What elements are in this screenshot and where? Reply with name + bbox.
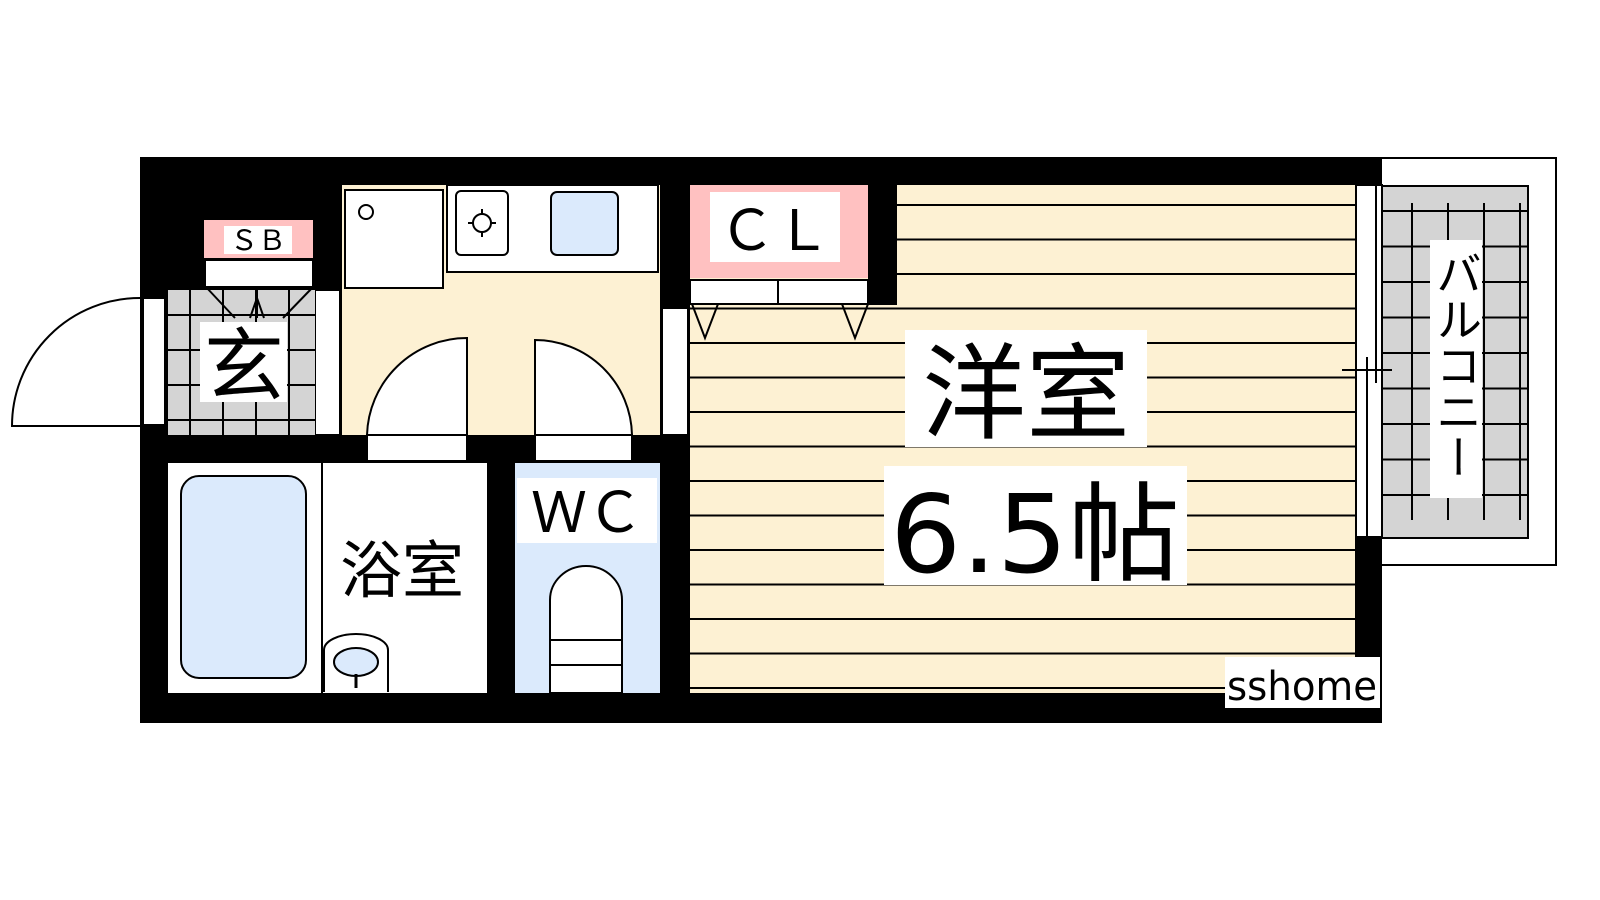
stove-icon [455,190,509,256]
entrance-opening [314,289,341,436]
watermark-box [1225,657,1380,708]
kitchen [342,184,660,462]
closet-label: ＣＬ [719,199,831,264]
entrance-label: 玄 [204,320,284,413]
front-door[interactable] [10,297,166,427]
room-size-label: 6.5帖 [890,473,1180,598]
balcony-label: バルコニー [1429,250,1483,480]
bathroom [168,463,487,693]
toilet-door[interactable] [534,338,634,436]
room-name-label: 洋室 [922,333,1130,455]
room-doorway[interactable] [661,307,689,436]
closet [689,185,869,341]
bathroom-label: 浴室 [340,534,464,607]
toilet-label: ＷＣ [531,481,643,546]
bathtub [180,475,307,679]
refrigerator [344,189,444,289]
watermark: sshome [1227,664,1377,710]
shoe-box-label: ＳＢ [230,224,286,257]
entrance [168,220,315,435]
toilet-room [515,463,660,694]
balcony-window[interactable] [1342,184,1392,538]
bathroom-door[interactable] [365,336,468,436]
toilet-icon [549,565,623,641]
sink-icon [550,191,619,256]
